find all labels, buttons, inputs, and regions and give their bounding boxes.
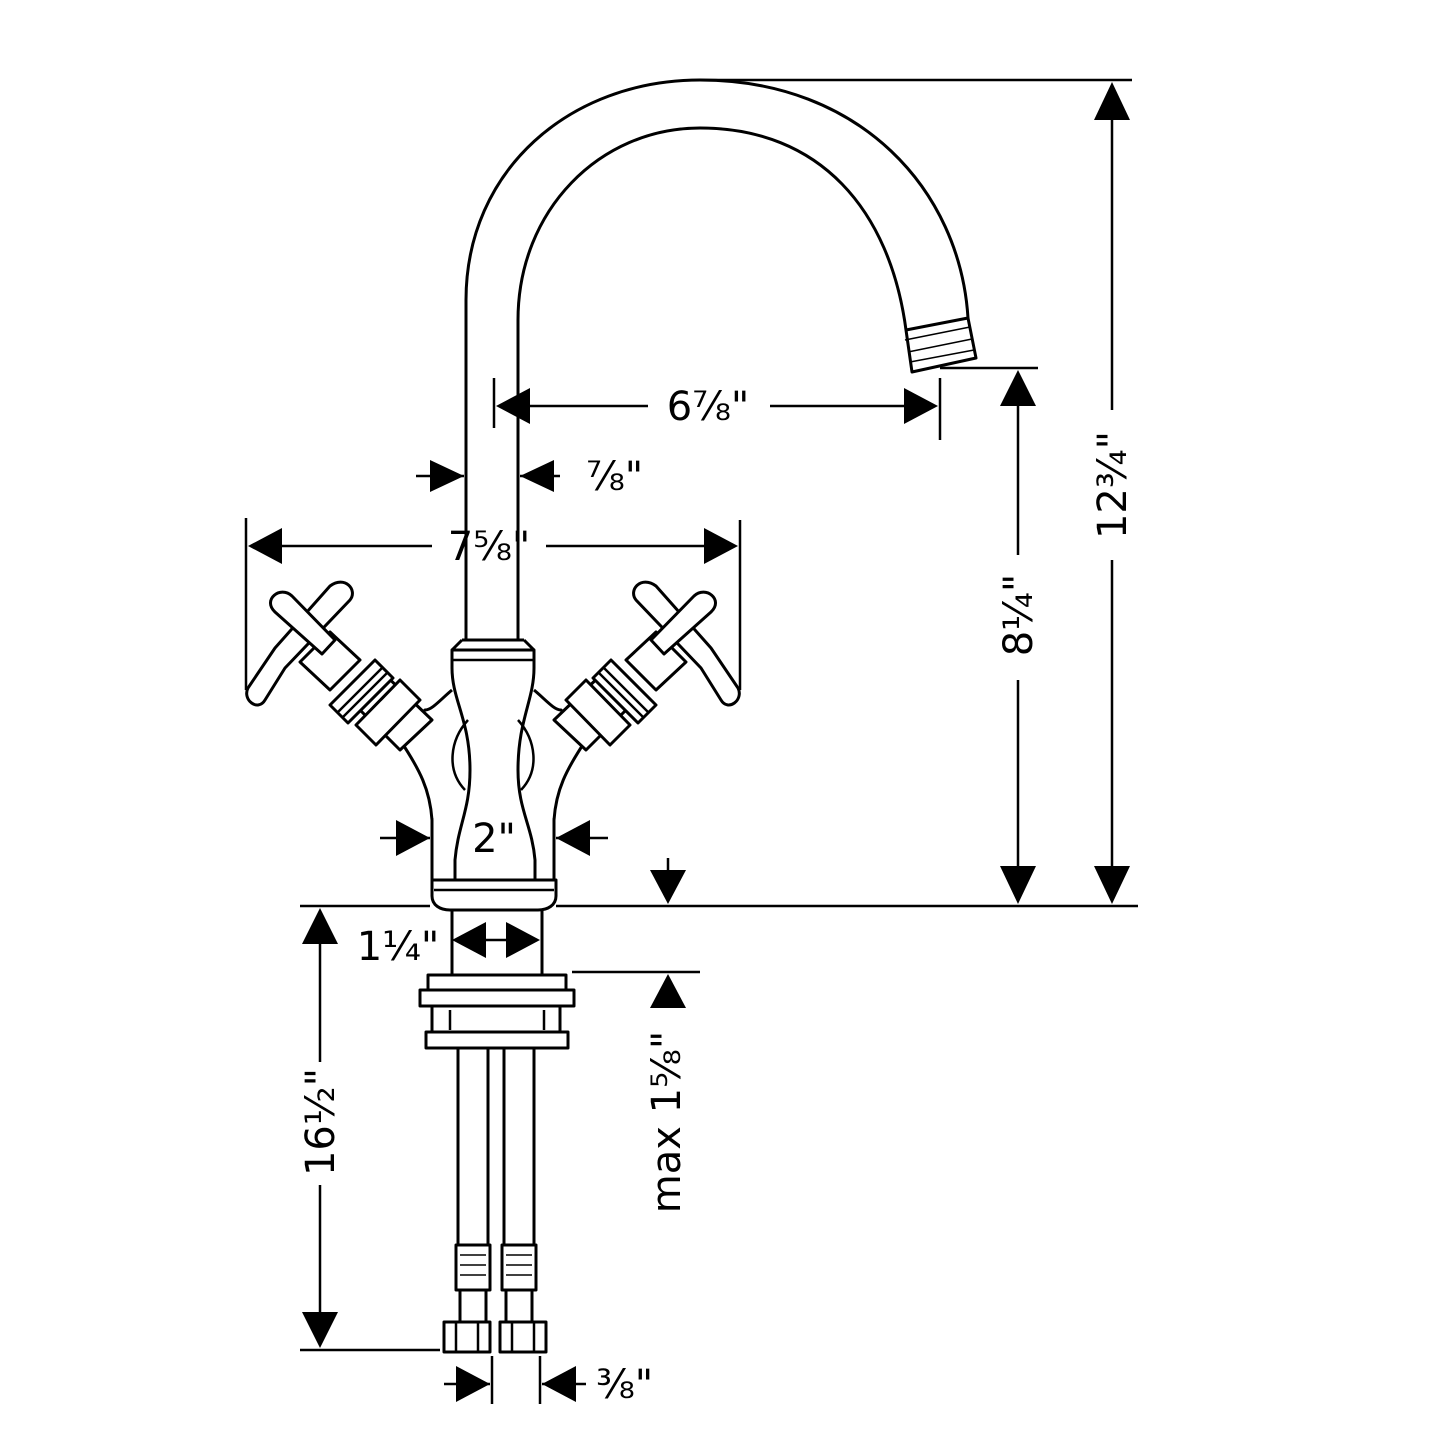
dim-spout-reach: 6⁷⁄₈"	[492, 378, 942, 440]
dim-body-base-diameter-label: 2"	[472, 816, 516, 862]
dim-overall-height: 12³⁄₄"	[700, 78, 1136, 904]
dim-supply-hose-length: 16¹⁄₂"	[298, 908, 440, 1352]
dimension-lines: 12³⁄₄" 8¹⁄₄" 6⁷⁄₈" ⁷⁄₈"	[244, 78, 1138, 1408]
spout	[464, 78, 978, 640]
right-cross-handle	[552, 580, 741, 752]
supply-hoses	[442, 1048, 548, 1354]
dim-spout-tube-diameter-label: ⁷⁄₈"	[586, 454, 643, 500]
dim-max-deck-thickness-label: max 1⁵⁄₈"	[644, 1031, 690, 1213]
deck-marker	[650, 858, 686, 904]
dim-max-deck-thickness: max 1⁵⁄₈"	[572, 970, 700, 1213]
dim-spout-clearance: 8¹⁄₄"	[940, 366, 1042, 904]
dim-body-base-diameter: 2"	[380, 816, 608, 862]
left-cross-handle	[245, 580, 434, 752]
valve-body	[398, 638, 588, 912]
dim-spout-clearance-label: 8¹⁄₄"	[996, 574, 1042, 657]
dim-supply-connection: ³⁄₈"	[444, 1356, 653, 1408]
faucet-outline	[245, 78, 978, 1354]
dim-handle-span-label: 7⁵⁄₈"	[448, 524, 531, 570]
dim-handle-span: 7⁵⁄₈"	[244, 518, 742, 690]
mounting-shank	[418, 910, 576, 1050]
dim-shank-diameter-label: 1¹⁄₄"	[357, 924, 440, 970]
dim-supply-hose-length-label: 16¹⁄₂"	[298, 1068, 344, 1176]
dim-supply-connection-label: ³⁄₈"	[596, 1362, 653, 1408]
dim-overall-height-label: 12³⁄₄"	[1090, 431, 1136, 539]
dim-spout-reach-label: 6⁷⁄₈"	[667, 384, 750, 430]
dim-shank-diameter: 1¹⁄₄"	[357, 922, 540, 970]
dim-spout-tube-diameter: ⁷⁄₈"	[416, 454, 643, 500]
